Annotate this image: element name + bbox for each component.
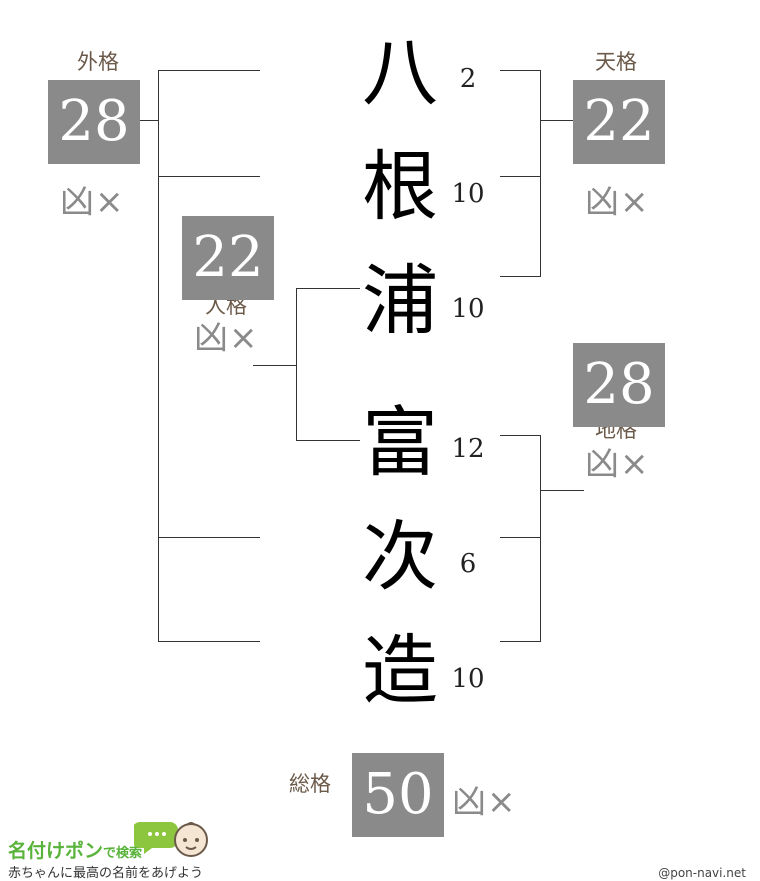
chikaku-fortune: 凶× [585, 444, 650, 484]
stroke-count-1: 2 [459, 64, 477, 94]
brand-search-text: で検索 [103, 846, 143, 861]
soukaku-fortune: 凶× [452, 782, 517, 822]
name-char-1: 八 [362, 28, 438, 117]
stroke-count-2: 10 [451, 179, 485, 209]
name-char-3: 浦 [362, 256, 438, 345]
stroke-count-5: 6 [459, 549, 477, 579]
tenkaku-line-1 [500, 70, 540, 71]
chikaku-value-box: 28 [573, 343, 665, 427]
jinkaku-vertical [296, 288, 297, 441]
stroke-count-3: 10 [451, 294, 485, 324]
jinkaku-line-top [296, 288, 360, 289]
jinkaku-value-box: 22 [182, 216, 274, 300]
soukaku-label: 総格 [289, 772, 331, 796]
stroke-count-4: 12 [451, 434, 485, 464]
chikaku-line-2 [500, 537, 540, 538]
name-char-2: 根 [362, 142, 438, 231]
gaikaku-line-bottom [158, 641, 260, 642]
jinkaku-connector [253, 365, 296, 366]
jinkaku-line-bottom [296, 440, 360, 441]
jinkaku-fortune: 凶× [194, 318, 259, 358]
soukaku-value-box: 50 [352, 753, 444, 837]
chat-bubble-icon [134, 822, 178, 854]
name-char-6: 造 [362, 626, 438, 715]
tenkaku-fortune: 凶× [585, 182, 650, 222]
tenkaku-line-2 [500, 176, 540, 177]
brand-logo-text: 名付けポンで検索 [8, 836, 142, 863]
chikaku-vertical [540, 435, 541, 642]
tenkaku-label: 天格 [595, 50, 637, 74]
chikaku-line-3 [500, 641, 540, 642]
tenkaku-value-box: 22 [573, 80, 665, 164]
tenkaku-connector [540, 120, 573, 121]
gaikaku-line-2 [158, 176, 260, 177]
brand-name: 名付けポン [8, 840, 104, 862]
chikaku-line-1 [500, 435, 540, 436]
site-credit: @pon-navi.net [658, 866, 746, 880]
gaikaku-line-3 [158, 537, 260, 538]
baby-face-icon [174, 822, 208, 857]
gaikaku-value-box: 28 [48, 80, 140, 164]
name-char-4: 富 [362, 398, 438, 487]
gaikaku-vertical [158, 70, 159, 642]
gaikaku-label: 外格 [77, 50, 119, 74]
chikaku-connector [540, 490, 584, 491]
gaikaku-connector [140, 120, 158, 121]
tagline: 赤ちゃんに最高の名前をあげよう [8, 866, 204, 881]
gaikaku-line-top [158, 70, 260, 71]
gaikaku-fortune: 凶× [60, 182, 125, 222]
name-char-5: 次 [362, 512, 438, 601]
stroke-count-6: 10 [451, 664, 485, 694]
tenkaku-vertical [540, 70, 541, 277]
tenkaku-line-3 [500, 276, 540, 277]
